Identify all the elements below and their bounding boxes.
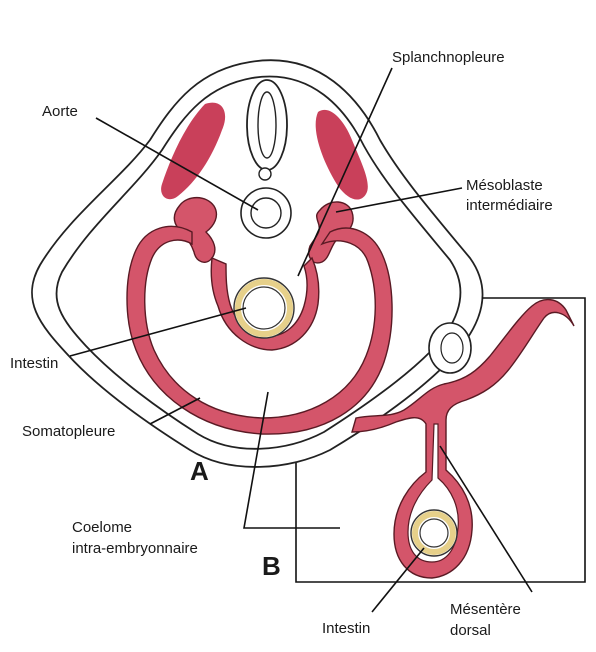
- labels: Aorte Splanchnopleure Mésoblaste intermé…: [10, 49, 553, 639]
- notochord: [258, 167, 272, 181]
- leader-intestin-b: [371, 547, 425, 613]
- label-mesoblaste-2: intermédiaire: [466, 197, 553, 214]
- somite-left: [161, 102, 226, 200]
- label-coelome-1: Coelome: [72, 519, 132, 536]
- panel-label-a: A: [190, 456, 209, 486]
- intestine-a-lumen: [242, 286, 286, 330]
- label-mesoblaste-1: Mésoblaste: [466, 177, 543, 194]
- panel-label-b: B: [262, 551, 281, 581]
- label-splanchnopleure: Splanchnopleure: [392, 49, 505, 66]
- leader-splanchnopleure: [297, 67, 393, 277]
- somite-right: [315, 109, 368, 200]
- label-mesentere-1: Mésentère: [450, 601, 521, 618]
- aorta-lumen: [250, 197, 282, 229]
- panel-a: [31, 59, 484, 468]
- label-coelome-2: intra-embryonnaire: [72, 540, 198, 557]
- umbilical-vessel-lumen: [440, 332, 464, 364]
- somatopleure-loop-a: [126, 225, 393, 435]
- neural-canal: [257, 91, 277, 159]
- leader-coelome: [243, 391, 340, 529]
- intestine-b-yolk-ring: [412, 511, 456, 555]
- leader-mesoblaste: [335, 187, 463, 213]
- label-aorte: Aorte: [42, 103, 78, 120]
- panel-b-frame: [295, 297, 586, 583]
- leader-aorte: [95, 117, 259, 211]
- label-somatopleure: Somatopleure: [22, 423, 115, 440]
- label-intestin-a: Intestin: [10, 355, 58, 372]
- leader-mesentere: [439, 445, 533, 593]
- intestine-a-yolk-ring: [235, 279, 293, 337]
- leader-lines: [69, 67, 533, 613]
- leader-somatopleure: [149, 397, 201, 425]
- intestine-b-lumen: [419, 518, 449, 548]
- mesoderm-panel-b: [351, 299, 575, 579]
- leader-intestin-a: [69, 307, 247, 357]
- panel-b: [295, 297, 586, 583]
- label-mesentere-2: dorsal: [450, 622, 491, 639]
- label-intestin-b: Intestin: [322, 620, 370, 637]
